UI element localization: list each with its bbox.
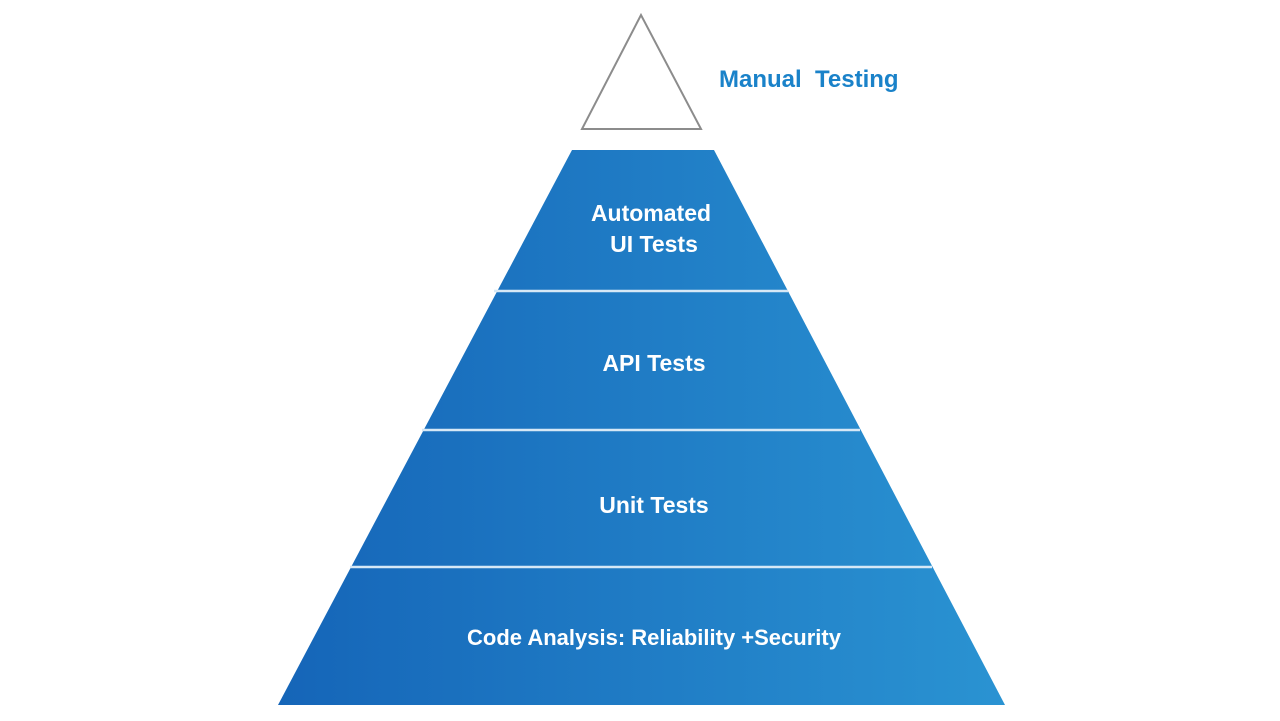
layer-unit-tests: Unit Tests: [599, 492, 708, 518]
layer-automated-ui-tests-line-1: Automated: [591, 200, 711, 226]
layer-api-tests: API Tests: [602, 350, 705, 376]
layer-automated-ui-tests-line-2: UI Tests: [610, 231, 698, 257]
manual-testing-label: Manual Testing: [719, 66, 899, 93]
layer-code-analysis: Code Analysis: Reliability +Security: [467, 625, 842, 650]
manual-testing-apex-triangle: [580, 12, 703, 130]
